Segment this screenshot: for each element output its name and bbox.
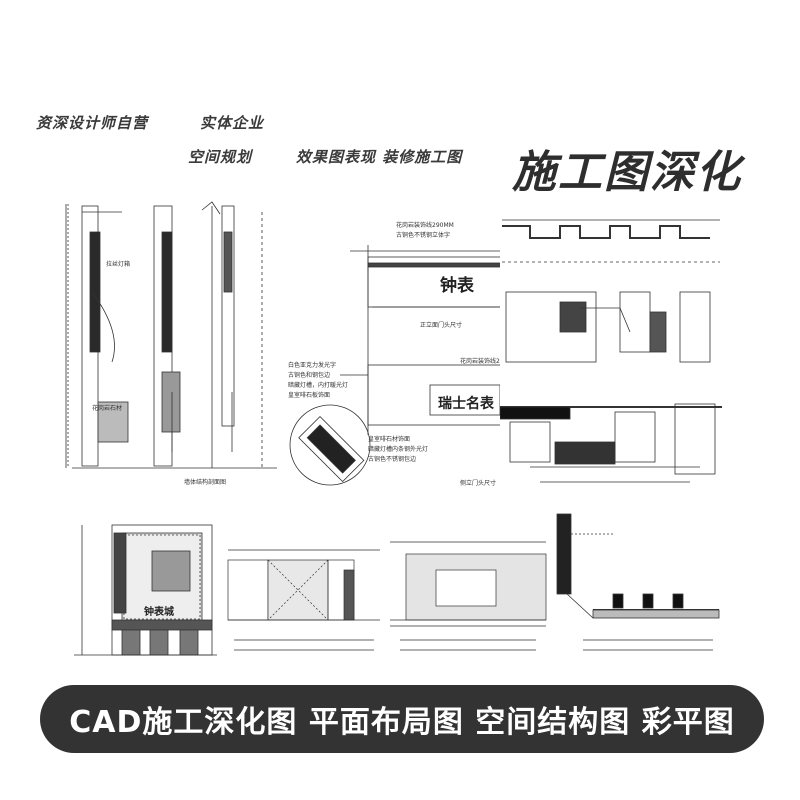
drawing-floor-section — [553, 510, 721, 668]
tagline-enterprise: 实体企业 — [200, 114, 265, 132]
drawing-front-elevation: 钟表城 — [62, 515, 222, 665]
sign-text: 钟表 — [440, 275, 475, 296]
note-hidden-strip: 暗藏灯槽内条钢外光灯 — [368, 445, 428, 453]
note-acrylic: 白色亚克力发光字 — [288, 361, 336, 369]
plate-text: 瑞士名表 — [438, 395, 495, 412]
note-steel-edge: 古铜色不锈钢包边 — [368, 455, 416, 463]
headline: 施工图深化 — [512, 147, 742, 198]
note-bronze-letters: 古铜色不锈钢立体字 — [396, 231, 450, 239]
note-lightbox: 拉丝灯箱 — [106, 260, 130, 268]
tagline-space-planning: 空间规划 — [188, 148, 253, 166]
note-granite-line: 花岗岩装饰线290MM — [396, 221, 454, 229]
note-stone-panel: 皇室啡石板饰面 — [288, 391, 330, 399]
category-banner: CAD施工深化图 平面布局图 空间结构图 彩平图 — [40, 685, 764, 753]
drawing-ceiling-detail — [500, 192, 722, 500]
tagline-designer: 资深设计师自营 — [36, 114, 149, 132]
drawing-storefront: 钟表 瑞士名表 花岗岩装饰线290MM 古铜色不锈钢立体字 正立面门头尺寸 花岗… — [280, 215, 505, 495]
tagline-rendering: 效果图表现 装修施工图 — [296, 148, 463, 166]
banner-text: CAD施工深化图 平面布局图 空间结构图 彩平图 — [69, 705, 735, 740]
caption-front-elevation: 正立面门头尺寸 — [420, 321, 462, 329]
note-stone-finish: 皇室啡石材饰面 — [368, 435, 410, 443]
note-granite-line-2: 花岗岩装饰线290MM — [460, 357, 505, 365]
caption-side-elevation: 侧立门头尺寸 — [460, 479, 496, 487]
note-granite: 花岗岩石材 — [92, 404, 122, 412]
drawing-wall-elevation — [386, 520, 551, 665]
sign-text-2: 钟表城 — [144, 605, 174, 618]
drawing-interior-elevation — [224, 520, 384, 665]
note-hidden-light: 暗藏灯槽，内打暖光灯 — [288, 381, 348, 389]
drawing-wall-section: 拉丝灯箱 花岗岩石材 墙体结构剖面图 — [62, 192, 284, 492]
caption-wall-section: 墙体结构剖面图 — [184, 478, 226, 486]
note-bronze-edge: 古铜色和钢包边 — [288, 371, 330, 379]
